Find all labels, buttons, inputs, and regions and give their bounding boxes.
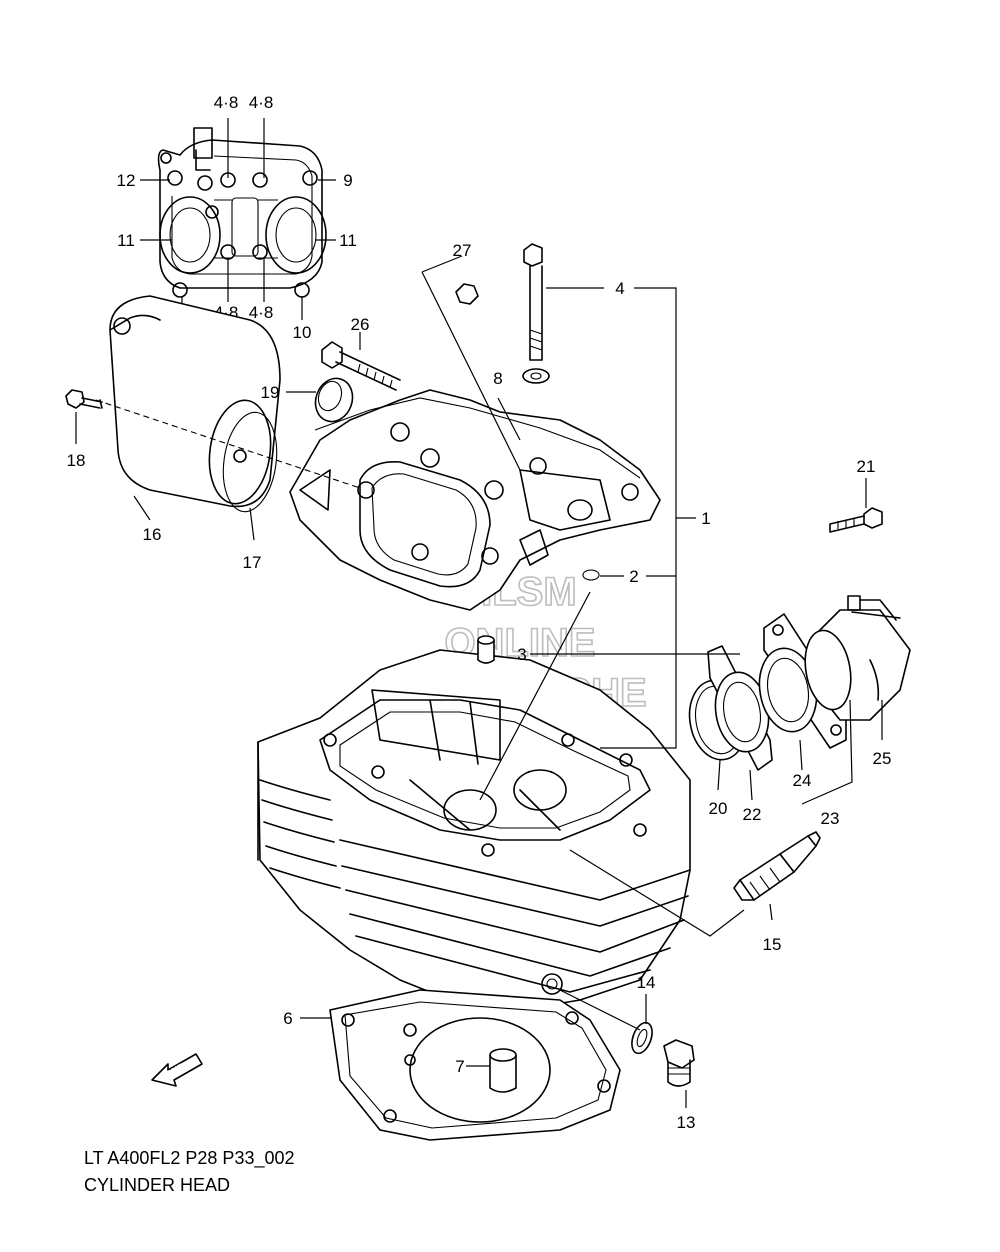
label-27: 27 [453, 241, 472, 260]
part-27-nut [455, 283, 479, 305]
label-20: 20 [709, 799, 728, 818]
label-11-right: 11 [339, 231, 357, 250]
label-19: 19 [261, 383, 280, 402]
label-4-8-top-left: 4·8 [214, 93, 239, 112]
label-15: 15 [763, 935, 782, 954]
cylinder-head-cover [289, 389, 661, 611]
label-25: 25 [873, 749, 892, 768]
label-4-8-top-right: 4·8 [249, 93, 274, 112]
label-21: 21 [857, 457, 876, 476]
part-25-intake-pipe [804, 595, 911, 721]
part-15-spark-plug [733, 831, 821, 901]
part-4-bolt [523, 243, 543, 361]
part-26-bolt [321, 341, 401, 391]
dashed-line-18 [95, 399, 361, 489]
part-8-washer [522, 368, 550, 384]
part-3-dowel [477, 635, 495, 664]
part-14-washer [631, 1021, 653, 1055]
part-18-bolt [65, 389, 103, 409]
label-4-8-bottom-right: 4·8 [249, 303, 274, 322]
label-18: 18 [67, 451, 86, 470]
label-1: 1 [701, 509, 710, 528]
part-22-insulator [707, 645, 773, 771]
part-2-oring [582, 569, 600, 581]
leader-lines [75, 255, 883, 1108]
label-2: 2 [629, 567, 638, 586]
label-17: 17 [243, 553, 262, 572]
diagram-code: LT A400FL2 P28 P33_002 [84, 1148, 295, 1168]
label-4: 4 [615, 279, 624, 298]
fwd-arrow-icon: FWD [151, 1053, 203, 1087]
part-labels: 27 4 26 8 19 18 16 17 1 21 2 3 20 22 24 … [67, 241, 892, 1132]
label-6: 6 [283, 1009, 292, 1028]
label-11-left: 11 [117, 231, 135, 250]
part-24-flange [758, 613, 847, 749]
part-21-bolt [829, 507, 883, 533]
label-7: 7 [455, 1057, 464, 1076]
part-19-bushing [314, 377, 354, 423]
label-14: 14 [637, 973, 656, 992]
label-12: 12 [117, 171, 136, 190]
part-7-dowel [489, 1048, 517, 1093]
label-22: 22 [743, 805, 762, 824]
label-13: 13 [677, 1113, 696, 1132]
leader-23-bracket [801, 699, 853, 805]
diagram-title: CYLINDER HEAD [84, 1175, 231, 1195]
part-13-plug [663, 1039, 695, 1087]
label-24: 24 [793, 771, 812, 790]
label-16: 16 [143, 525, 162, 544]
part-16-cap [109, 295, 281, 508]
part-6-gasket [329, 989, 621, 1141]
label-23: 23 [821, 809, 840, 828]
label-8: 8 [493, 369, 502, 388]
cylinder-head [257, 649, 691, 1011]
label-3: 3 [517, 645, 526, 664]
valve-cover-top-view [157, 127, 327, 298]
label-9-right: 9 [343, 171, 352, 190]
label-26: 26 [351, 315, 370, 334]
valve-cover-labels: 4·8 4·8 12 9 11 11 4·8 4·8 9 10 [117, 93, 357, 342]
part-17-gasket [222, 411, 278, 513]
label-10: 10 [293, 323, 312, 342]
